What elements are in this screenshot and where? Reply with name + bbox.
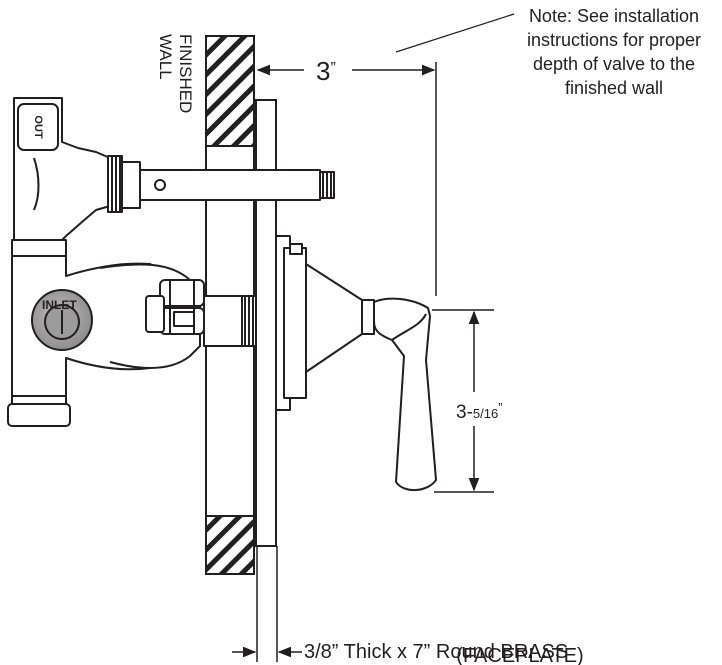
inlet-port: INLET	[31, 289, 93, 351]
faceplate	[255, 99, 277, 547]
outlet-label: OUT	[32, 115, 44, 139]
faceplate-label-line1: 3/8” Thick x 7” Round BRASS	[304, 641, 568, 663]
faceplate-label-line2: (FACEPLATE)	[456, 645, 583, 665]
trim-escutcheon	[275, 235, 375, 411]
depth-dimension	[256, 62, 437, 296]
height-dimension	[432, 309, 494, 493]
wall-top-hatch	[205, 35, 255, 147]
note-line1: Note: See installation	[529, 6, 699, 26]
note-line2: instructions for proper	[527, 30, 701, 50]
installation-note: Note: See installation instructions for …	[527, 6, 701, 98]
note-line4: finished wall	[565, 78, 663, 98]
faceplate-dimension	[232, 546, 302, 662]
wall-label: FINISHED WALL	[156, 34, 195, 113]
depth-dimension-value: 3”	[316, 56, 336, 86]
wall-label-line2: WALL	[156, 34, 175, 80]
finished-wall	[205, 35, 255, 575]
note-leader-line	[395, 13, 515, 53]
lever-handle	[373, 297, 437, 491]
wall-label-line1: FINISHED	[176, 34, 195, 113]
note-line3: depth of valve to the	[533, 54, 695, 74]
height-dimension-value: 3-5/16”	[456, 400, 503, 423]
inlet-label: INLET	[42, 298, 77, 312]
wall-bottom-hatch	[205, 515, 255, 575]
